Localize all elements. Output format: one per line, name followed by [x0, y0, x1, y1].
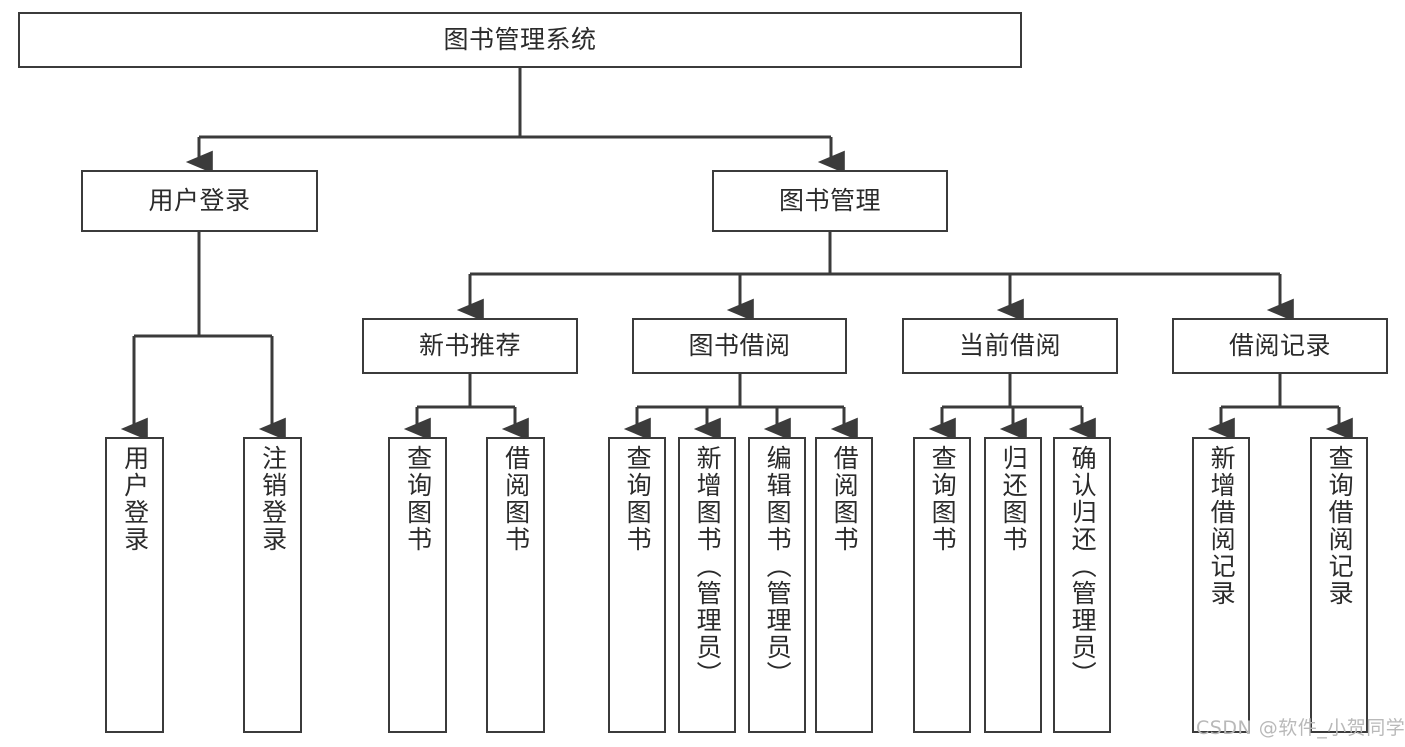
- node-book-manage-label: 图书管理: [778, 185, 881, 215]
- node-leaf-query-record-label: 查询借阅记录: [1325, 445, 1355, 607]
- node-leaf-query-book-1-label: 查询图书: [403, 445, 433, 553]
- node-leaf-logout[interactable]: 注销登录: [243, 437, 302, 733]
- node-borrow-record[interactable]: 借阅记录: [1172, 318, 1388, 374]
- node-borrow-record-label: 借阅记录: [1228, 330, 1331, 360]
- node-leaf-query-book-3-label: 查询图书: [928, 445, 958, 553]
- node-leaf-borrow-book-2-label: 借阅图书: [830, 445, 860, 553]
- node-leaf-logout-label: 注销登录: [258, 445, 288, 553]
- node-leaf-add-book-label: 新增图书（管理员）: [693, 445, 723, 688]
- node-leaf-query-book-2-label: 查询图书: [623, 445, 653, 553]
- node-leaf-add-record[interactable]: 新增借阅记录: [1192, 437, 1250, 733]
- node-book-manage[interactable]: 图书管理: [712, 170, 948, 232]
- node-leaf-user-login[interactable]: 用户登录: [105, 437, 164, 733]
- node-leaf-add-record-label: 新增借阅记录: [1207, 445, 1237, 607]
- node-leaf-edit-book-label: 编辑图书（管理员）: [763, 445, 793, 688]
- node-root[interactable]: 图书管理系统: [18, 12, 1022, 68]
- node-current-borrow[interactable]: 当前借阅: [902, 318, 1118, 374]
- node-leaf-borrow-book-2[interactable]: 借阅图书: [815, 437, 873, 733]
- node-leaf-edit-book[interactable]: 编辑图书（管理员）: [748, 437, 806, 733]
- node-book-borrow-label: 图书借阅: [688, 330, 791, 360]
- node-root-label: 图书管理系统: [443, 24, 597, 54]
- node-leaf-return-book[interactable]: 归还图书: [984, 437, 1042, 733]
- node-leaf-query-book-1[interactable]: 查询图书: [388, 437, 447, 733]
- node-new-book-rec[interactable]: 新书推荐: [362, 318, 578, 374]
- node-leaf-confirm-return-label: 确认归还（管理员）: [1068, 445, 1098, 688]
- node-leaf-user-login-label: 用户登录: [120, 445, 150, 553]
- node-leaf-query-record[interactable]: 查询借阅记录: [1310, 437, 1368, 733]
- node-leaf-add-book[interactable]: 新增图书（管理员）: [678, 437, 736, 733]
- node-user-login-label: 用户登录: [148, 185, 251, 215]
- csdn-watermark: CSDN @软件_小贺同学: [1196, 717, 1405, 739]
- node-book-borrow[interactable]: 图书借阅: [632, 318, 847, 374]
- node-user-login[interactable]: 用户登录: [81, 170, 318, 232]
- node-leaf-borrow-book-1-label: 借阅图书: [501, 445, 531, 553]
- node-new-book-rec-label: 新书推荐: [418, 330, 521, 360]
- node-leaf-query-book-3[interactable]: 查询图书: [913, 437, 971, 733]
- node-leaf-borrow-book-1[interactable]: 借阅图书: [486, 437, 545, 733]
- node-leaf-query-book-2[interactable]: 查询图书: [608, 437, 666, 733]
- node-current-borrow-label: 当前借阅: [958, 330, 1061, 360]
- node-leaf-return-book-label: 归还图书: [999, 445, 1029, 553]
- node-leaf-confirm-return[interactable]: 确认归还（管理员）: [1053, 437, 1111, 733]
